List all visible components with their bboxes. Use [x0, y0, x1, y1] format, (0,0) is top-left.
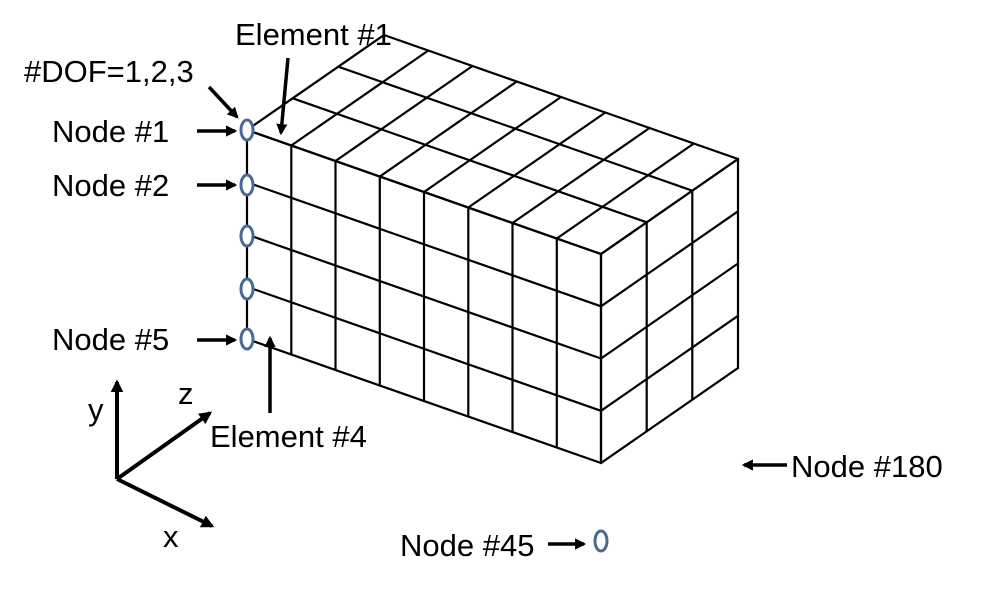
mesh-front-face [245, 128, 603, 465]
highlighted-nodes [239, 118, 609, 553]
mesh-line [599, 314, 740, 412]
node-2-marker [239, 173, 255, 197]
x-axis-arrow [116, 477, 215, 528]
element-1-label: Element #1 [235, 17, 392, 52]
mesh-line [599, 157, 740, 256]
mesh-line [382, 33, 740, 161]
pointer-arrows [197, 57, 787, 550]
mesh-line [422, 95, 563, 194]
node-45-marker [593, 529, 609, 553]
element-4-label: Element #4 [210, 419, 367, 454]
y-axis-label: y [88, 392, 104, 427]
mesh-line [378, 80, 518, 178]
mesh-line [245, 181, 603, 308]
node-1-marker [239, 118, 255, 142]
mesh-line [599, 210, 740, 308]
node-5-marker [239, 327, 255, 351]
node-1-label: Node #1 [52, 114, 169, 149]
mesh-right-face [599, 157, 740, 465]
mesh-line [291, 97, 648, 224]
element-1-arrow [276, 57, 290, 136]
mesh-line [290, 49, 430, 147]
z-axis-arrow [115, 411, 213, 481]
dof-arrow [207, 85, 239, 119]
mesh-line [511, 126, 651, 225]
mesh-line [599, 366, 740, 465]
mesh-line [245, 337, 603, 465]
mesh-top-face [245, 33, 740, 256]
z-axis-label: z [178, 376, 194, 411]
node-4-marker [239, 277, 255, 301]
mesh-line [334, 64, 474, 163]
node-2-label: Node #2 [52, 168, 169, 203]
node-180-label: Node #180 [791, 449, 943, 484]
mesh-line [599, 262, 740, 360]
coordinate-axes [110, 379, 215, 528]
mesh-line [245, 33, 386, 132]
mesh-line [245, 233, 603, 360]
node-5-label: Node #5 [52, 322, 169, 357]
mesh-line [467, 111, 607, 209]
node-45-label: Node #45 [400, 528, 534, 563]
dof-label: #DOF=1,2,3 [24, 54, 194, 89]
mesh-line [245, 285, 603, 412]
mesh-line [245, 128, 603, 256]
node-3-marker [239, 224, 255, 248]
mesh-line [337, 65, 694, 192]
mesh-line [555, 142, 695, 240]
x-axis-label: x [163, 519, 179, 554]
